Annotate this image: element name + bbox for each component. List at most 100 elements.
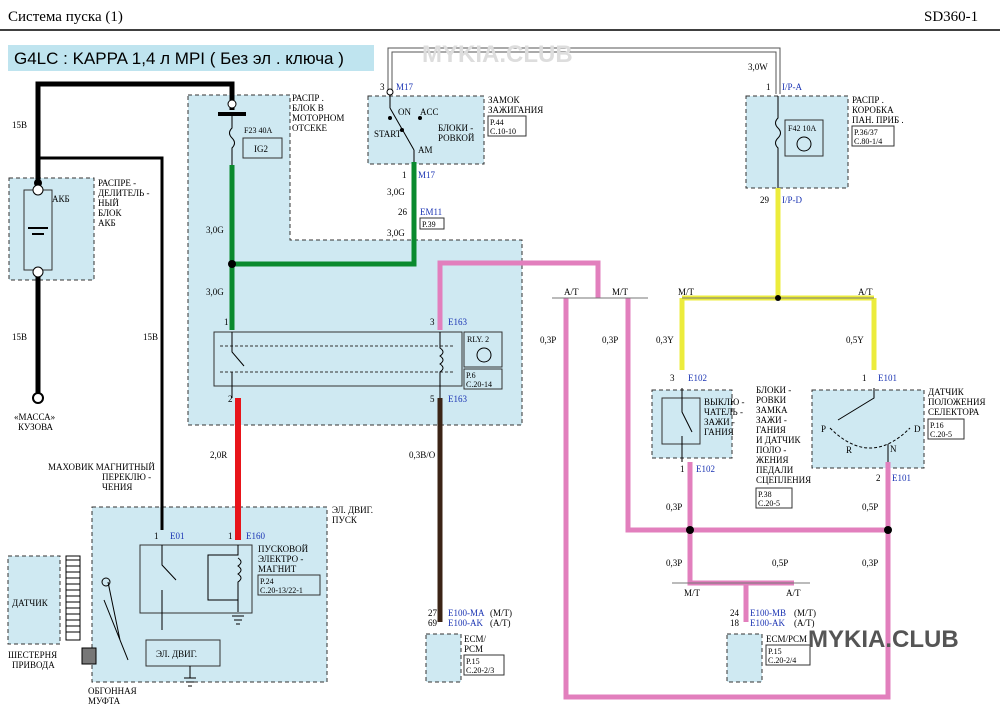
sensor-box — [7, 555, 61, 645]
connector-m17: M17 — [396, 82, 414, 92]
junction-dot — [775, 295, 781, 301]
ecm-right-ref-1: P.15 — [768, 647, 782, 656]
wire-label-0-5y: 0,5Y — [846, 335, 864, 345]
interlock-ref-1: P.38 — [758, 490, 772, 499]
starter-ref-1: P.24 — [260, 577, 274, 586]
ecm-right-ref-2: C.20-2/4 — [768, 656, 796, 665]
pin-5: 5 — [430, 394, 435, 404]
battery-terminal — [32, 184, 44, 196]
panel-label-1: РАСПР . — [852, 95, 884, 105]
tag-mt: M/T — [678, 287, 695, 297]
pin-1: 1 — [862, 373, 867, 383]
flywheel-label-2: ПЕРЕКЛЮ - — [102, 472, 151, 482]
interlock-label-1: ВЫКЛЮ - — [704, 397, 744, 407]
sel-n: N — [890, 444, 897, 454]
battery-terminal — [32, 266, 44, 278]
watermark-corner: MYKIA.CLUB — [808, 626, 959, 653]
interlock-desc-2: РОВКИ — [756, 395, 787, 405]
ign-lock-1: БЛОКИ - — [438, 123, 473, 133]
interlock-switch — [651, 389, 733, 459]
clutch-label-2: МУФТА — [88, 696, 121, 706]
relay-switch-icon — [231, 332, 245, 398]
engine-fusebox-label-4: ОТСЕКЕ — [292, 123, 328, 133]
engine-fusebox-label-3: МОТОРНОМ — [292, 113, 344, 123]
fuse-name: IG2 — [254, 144, 268, 154]
ecm-left-ref-1: P.15 — [466, 657, 480, 666]
ecm-box-right — [726, 633, 763, 683]
flywheel-label-3: ЧЕНИЯ — [102, 482, 132, 492]
engine-fusebox-label-1: РАСПР . — [292, 93, 324, 103]
selector-label-3: СЕЛЕКТОРА — [928, 407, 980, 417]
fuse-icon — [775, 96, 781, 188]
flywheel-label-1: МАХОВИК МАГНИТНЫЙ — [48, 462, 155, 472]
solenoid-label-3: МАГНИТ — [258, 564, 297, 574]
connector-e102: E102 — [696, 464, 715, 474]
starter-ref-2: C.20-13/22-1 — [260, 586, 303, 595]
pivot-icon — [101, 577, 111, 587]
selector-switch-icon — [837, 388, 889, 462]
panel-ref-1: P.36/37 — [854, 128, 878, 137]
wire-label-2-0r: 2,0R — [210, 450, 227, 460]
battery-label-3: НЫЙ — [98, 198, 119, 208]
wire-label-0-3p: 0,3P — [862, 558, 878, 568]
interlock-label-4: ГАНИЯ — [704, 427, 734, 437]
ignition-label-2: ЗАЖИГАНИЯ — [488, 105, 543, 115]
pin-29: 29 — [760, 195, 770, 205]
interlock-desc-7: ПОЛО - — [756, 445, 786, 455]
wire-label-0-3p: 0,3P — [666, 502, 682, 512]
wire-3-0g — [229, 162, 417, 330]
ign-on: ON — [398, 107, 411, 117]
wire-15b-top — [35, 81, 235, 183]
connector-e100-ak: E100-AK — [750, 618, 785, 628]
ignition-ref-2: C.10-10 — [490, 127, 516, 136]
em11-ref-box — [419, 217, 445, 230]
solenoid-label-2: ЭЛЕКТРО - — [258, 554, 303, 564]
pin-27: 27 — [428, 608, 438, 618]
fuse-ig2-box — [242, 137, 283, 159]
connector-m17: M17 — [418, 170, 436, 180]
relay-ref-2: C.20-14 — [466, 380, 492, 389]
connector-e163: E163 — [448, 394, 467, 404]
tag-mt: M/T — [684, 588, 701, 598]
pin-1: 1 — [766, 82, 771, 92]
ground-label-2: КУЗОВА — [18, 422, 54, 432]
connector-mt-note: (M/T) — [490, 608, 512, 618]
solenoid-box — [139, 544, 253, 614]
battery-label-1: РАСПРЕ - — [98, 178, 136, 188]
selector-ref-1: P.16 — [930, 421, 944, 430]
interlock-ref-box — [755, 487, 793, 509]
tag-at: A/T — [858, 287, 873, 297]
engine-fusebox — [187, 94, 523, 426]
panel-label-3: ПАН. ПРИБ . — [852, 115, 904, 125]
ign-start: START — [374, 129, 402, 139]
connector-e101: E101 — [892, 473, 911, 483]
sensor-label: ДАТЧИК — [12, 598, 49, 608]
sel-d: D — [914, 424, 921, 434]
pin-1: 1 — [154, 531, 159, 541]
diagram-code: SD360-1 — [924, 9, 978, 25]
pinion-label-1: ШЕСТЕРНЯ — [8, 650, 57, 660]
wire-15b-starter — [36, 156, 164, 530]
shift-lever-icon — [103, 581, 129, 661]
terminal-icon — [227, 99, 237, 109]
pin-3: 3 — [380, 82, 385, 92]
wire-label-15b: 15B — [143, 332, 158, 342]
interlock-desc-5: ГАНИЯ — [756, 425, 786, 435]
interlock-desc-8: ЖЕНИЯ — [756, 455, 789, 465]
ign-am: AM — [418, 145, 433, 155]
tag-mt: M/T — [612, 287, 629, 297]
selector-ref-box — [927, 418, 965, 440]
connector-ipa: I/P-A — [782, 82, 803, 92]
interlock-switch-icon — [681, 388, 693, 462]
starter-ref-box — [257, 574, 321, 596]
wire-label-0-5p: 0,5P — [862, 502, 878, 512]
fuse-icon — [796, 136, 812, 152]
interlock-label-2: ЧАТЕЛЬ - — [704, 407, 743, 417]
starter-label-2: ПУСК — [332, 515, 358, 525]
interlock-ref-2: C.20-5 — [758, 499, 780, 508]
panel-label-2: КОРОБКА — [852, 105, 894, 115]
solenoid-switch-icon — [161, 545, 239, 630]
ignition-ref-box — [487, 115, 527, 137]
tag-at: A/T — [564, 287, 579, 297]
